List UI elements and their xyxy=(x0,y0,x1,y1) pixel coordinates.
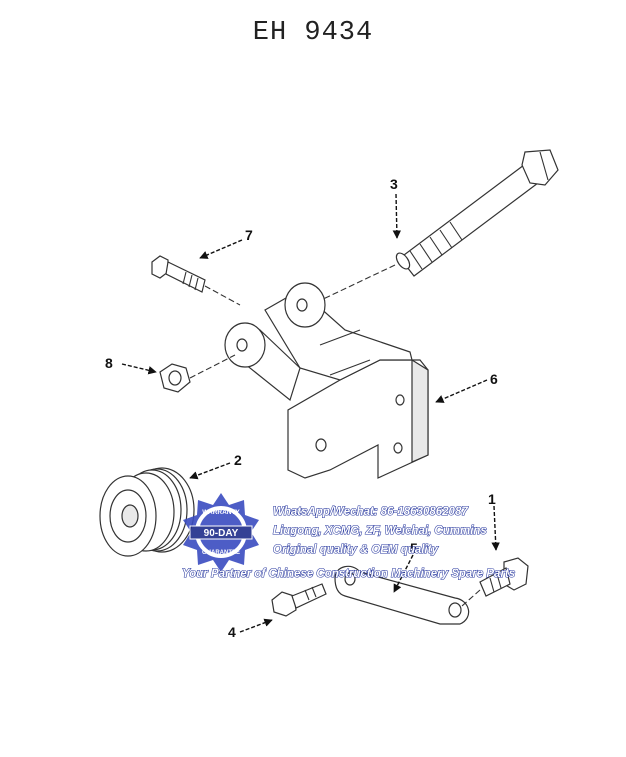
idler-pulley-part xyxy=(99,467,195,557)
flange-bolt-left-part xyxy=(271,583,327,617)
watermark-line-3: Original quality & OEM quality xyxy=(273,544,438,556)
callout-6: 6 xyxy=(490,371,498,387)
small-bolt-part xyxy=(151,255,241,306)
long-bolt-part xyxy=(299,149,559,311)
callout-5: 5 xyxy=(410,540,418,556)
warranty-badge: WARRANTY 90-DAY GUARANTEE xyxy=(183,493,259,572)
leader-2 xyxy=(189,462,231,480)
leader-4 xyxy=(239,618,273,633)
watermark-line-1: WhatsApp/Wechat: 86-18630862087 xyxy=(273,506,468,518)
callout-8: 8 xyxy=(105,355,113,371)
support-bracket-part xyxy=(224,282,429,479)
callout-4: 4 xyxy=(228,624,236,640)
leader-5 xyxy=(393,554,414,593)
callout-7: 7 xyxy=(245,227,253,243)
callout-3: 3 xyxy=(390,176,398,192)
link-bracket-part xyxy=(334,565,470,625)
leader-7 xyxy=(199,239,243,259)
badge-center-text: 90-DAY xyxy=(204,528,239,539)
callout-2: 2 xyxy=(234,452,242,468)
flange-bolt-right-part xyxy=(461,557,529,607)
page-title: EH 9434 xyxy=(252,18,374,48)
callout-1: 1 xyxy=(488,491,496,507)
hex-nut-part xyxy=(159,354,236,393)
watermark-line-2: Liugong, XCMG, ZF, Weichai, Cummins xyxy=(273,525,487,537)
watermark-line-4: Your Partner of Chinese Construction Mac… xyxy=(182,568,515,580)
badge-top-text: WARRANTY xyxy=(202,509,240,516)
leader-1 xyxy=(491,505,500,551)
leader-6 xyxy=(435,379,488,403)
leader-3 xyxy=(392,193,402,239)
badge-bottom-text: GUARANTEE xyxy=(202,550,240,556)
leader-8 xyxy=(121,363,157,375)
